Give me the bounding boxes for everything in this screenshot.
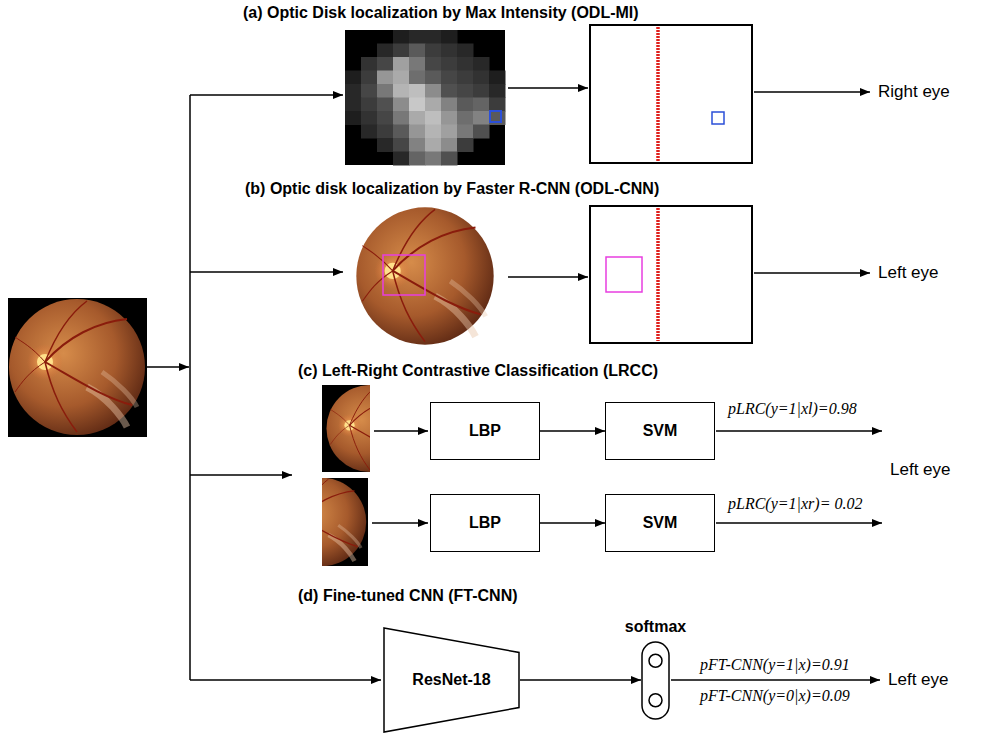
output-label: Left eye xyxy=(890,460,951,480)
detection-fundus-image xyxy=(356,207,493,344)
feature-box: LBP xyxy=(430,494,540,552)
flow-arrow xyxy=(520,679,641,681)
block-name: ResNet-18 xyxy=(412,670,490,689)
flow-arrows xyxy=(147,88,882,680)
section-title: (d) Fine-tuned CNN (FT-CNN) xyxy=(298,586,518,605)
section-title: (a) Optic Disk localization by Max Inten… xyxy=(243,3,639,22)
flow-arrow xyxy=(540,522,605,524)
classifier-box: SVM xyxy=(605,402,715,460)
flow-arrow xyxy=(540,430,605,432)
layer-name: softmax xyxy=(625,617,686,636)
localization-result xyxy=(590,25,752,163)
block-name: SVM xyxy=(643,421,678,440)
input-fundus-image xyxy=(8,298,147,437)
block-name: LBP xyxy=(469,513,501,532)
max-intensity-marker xyxy=(490,111,501,122)
probability-label: pFT-CNN(y=1|x)=0.91 xyxy=(700,655,850,674)
output-label: Left eye xyxy=(888,670,949,690)
probability-label: pLRC(y=1|xl)=0.98 xyxy=(728,399,857,418)
block-name: SVM xyxy=(643,513,678,532)
classifier-box: SVM xyxy=(605,494,715,552)
left-half-crop xyxy=(322,385,370,472)
section-title: (c) Left-Right Contrastive Classificatio… xyxy=(298,361,658,380)
probability-label: pFT-CNN(y=0|x)=0.09 xyxy=(700,686,850,705)
output-label: Left eye xyxy=(878,263,939,283)
section-title: (b) Optic disk localization by Faster R-… xyxy=(245,179,659,198)
right-half-crop xyxy=(322,478,368,566)
localization-result xyxy=(590,206,752,343)
network-trapezoid: ResNet-18 xyxy=(383,627,520,733)
softmax-layer: softmax xyxy=(641,641,670,720)
feature-box: LBP xyxy=(430,402,540,460)
output-label: Right eye xyxy=(878,82,950,102)
probability-label: pLRC(y=1|xr)= 0.02 xyxy=(728,494,862,513)
intensity-grid xyxy=(345,30,506,166)
softmax-outline xyxy=(641,641,670,720)
block-name: LBP xyxy=(469,421,501,440)
